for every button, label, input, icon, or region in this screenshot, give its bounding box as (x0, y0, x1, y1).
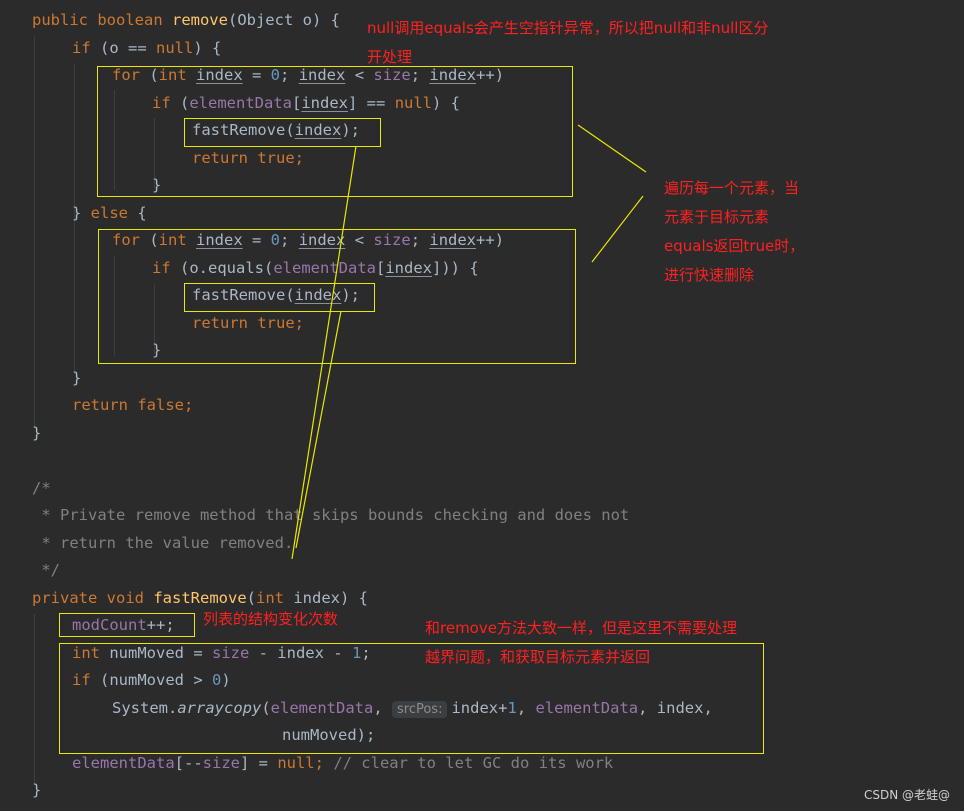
code-line-20: * return the value removed. (32, 534, 294, 552)
code-line-27: numMoved); (282, 726, 376, 744)
code-line-4: if (elementData[index] == null) { (152, 94, 461, 112)
parameter-hint: srcPos: (392, 701, 448, 718)
code-line-22: private void fastRemove(int index) { (32, 589, 368, 607)
code-line-14: } (72, 369, 82, 387)
note-loop-description: 遍历每一个元素，当 元素于目标元素 equals返回true时， 进行快速删除 (664, 179, 805, 284)
code-line-28: elementData[--size] = null; // clear to … (72, 754, 614, 772)
annotation-box-null-loop (97, 66, 573, 197)
code-line-12: return true; (192, 314, 304, 332)
code-line-29: } (32, 781, 42, 799)
connector-line (591, 195, 644, 263)
code-line-3: for (int index = 0; index < size; index+… (112, 66, 505, 84)
annotation-box-fastremove-body (59, 643, 764, 754)
code-line-18: /* (32, 479, 51, 497)
note-null-handling: null调用equals会产生空指针异常，所以把null和非null区分 开处理 (367, 19, 769, 66)
code-line-11: fastRemove(index); (192, 286, 360, 304)
code-line-1: public boolean remove(Object o) { (32, 11, 340, 29)
code-line-5: fastRemove(index); (192, 121, 360, 139)
annotation-box-equals-loop (98, 229, 576, 364)
connector-line (295, 310, 342, 549)
annotation-box-modcount (59, 613, 195, 637)
note-modcount: 列表的结构变化次数 (203, 610, 339, 628)
connector-line (291, 145, 357, 560)
code-line-26: System.arraycopy(elementData, srcPos:ind… (112, 699, 713, 718)
code-line-16: } (32, 424, 42, 442)
annotation-box-fastremove-1 (184, 118, 381, 147)
code-line-2: if (o == null) { (72, 39, 222, 57)
code-line-15: return false; (72, 396, 194, 414)
code-line-7: } (152, 176, 162, 194)
code-line-13: } (152, 341, 162, 359)
code-line-25: if (numMoved > 0) (72, 671, 231, 689)
annotation-box-fastremove-2 (184, 283, 375, 312)
note-fastremove: 和remove方法大致一样，但是这里不需要处理 越界问题，和获取目标元素并返回 (425, 619, 737, 666)
code-line-24: int numMoved = size - index - 1; (72, 644, 371, 662)
code-line-21: */ (32, 561, 60, 579)
code-line-8: } else { (72, 204, 147, 222)
code-line-9: for (int index = 0; index < size; index+… (112, 231, 505, 249)
code-line-19: * Private remove method that skips bound… (32, 506, 630, 524)
indent-guide (154, 118, 155, 188)
indent-guide (114, 90, 115, 190)
code-line-10: if (o.equals(elementData[index])) { (152, 259, 479, 277)
watermark: CSDN @老蛙@ (863, 788, 950, 802)
indent-guide (154, 284, 155, 354)
connector-line (577, 124, 647, 173)
indent-guide (74, 64, 75, 374)
code-line-6: return true; (192, 149, 304, 167)
indent-guide (34, 36, 35, 428)
code-line-23: modCount++; (72, 616, 175, 634)
indent-guide (114, 256, 115, 356)
indent-guide (34, 614, 35, 784)
